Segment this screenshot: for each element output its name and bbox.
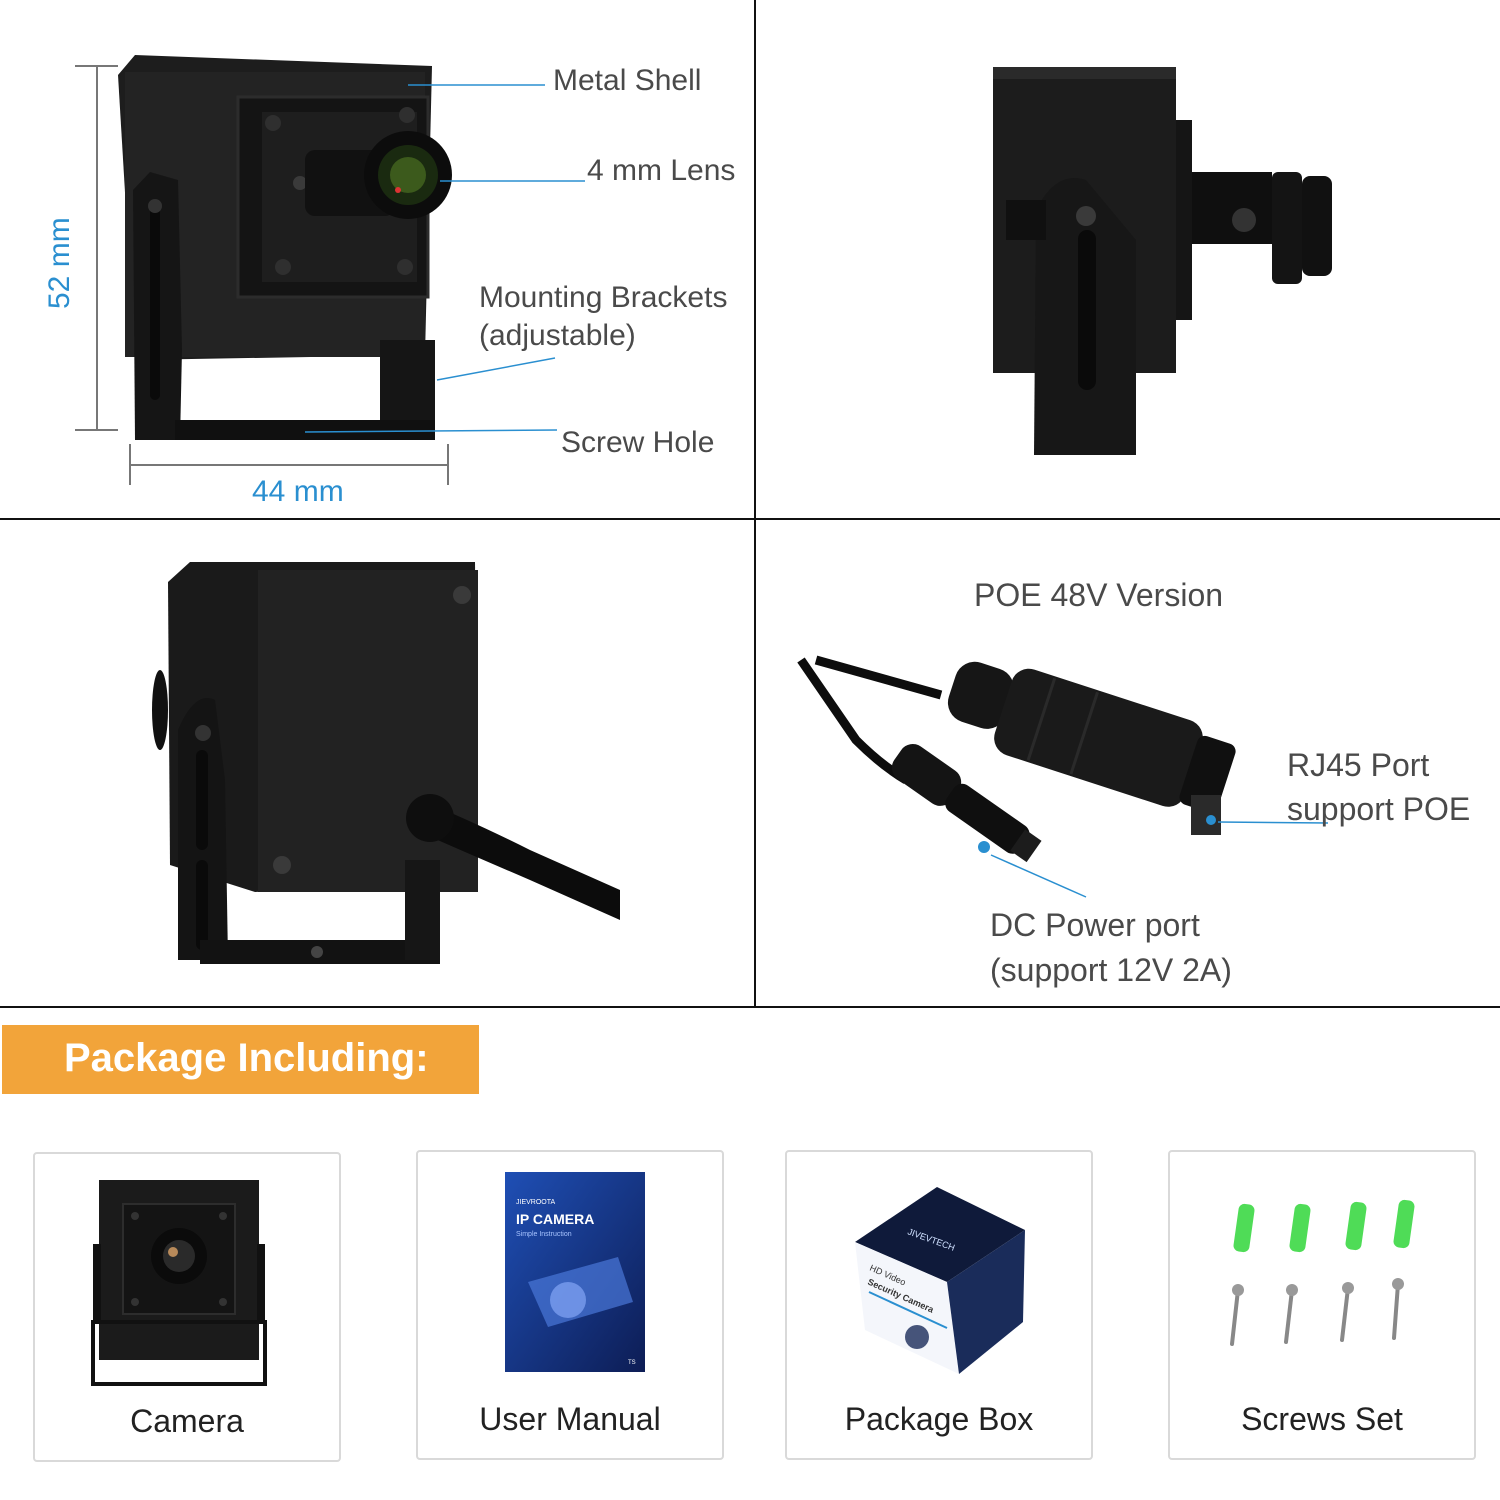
package-heading-banner: [2, 1025, 479, 1094]
poe-version-title: POE 48V Version: [974, 577, 1224, 613]
horizontal-divider-bottom: [0, 1006, 1500, 1008]
package-item-camera: Camera: [33, 1152, 341, 1462]
package-item-label: Camera: [130, 1403, 244, 1439]
package-item-screws: Screws Set: [1168, 1150, 1476, 1460]
callout-brackets-note: (adjustable): [479, 319, 636, 352]
rj45-port-label: RJ45 Port: [1287, 747, 1430, 783]
box-icon: JIVEVTECH HD Video Security Camera: [855, 1187, 1025, 1374]
package-item-label: User Manual: [479, 1401, 661, 1437]
screws-icon: [1230, 1199, 1415, 1346]
horizontal-divider-top: [0, 518, 1500, 520]
rj45-port-note: support POE: [1287, 791, 1471, 827]
callout-brackets: Mounting Brackets: [479, 281, 728, 314]
camera-icon: [91, 1180, 267, 1386]
dc-power-port-note: (support 12V 2A): [990, 952, 1232, 988]
poe-cable-illustration: [797, 655, 1329, 898]
callout-metal-shell: Metal Shell: [553, 64, 702, 97]
callout-lens: 4 mm Lens: [587, 154, 736, 187]
callout-screw-hole: Screw Hole: [561, 426, 715, 459]
dimension-height: 52 mm: [43, 217, 76, 309]
package-heading: Package Including:: [64, 1036, 429, 1080]
package-item-manual: JIEVROOTA IP CAMERA Simple Instruction T…: [416, 1150, 724, 1460]
dc-power-port-label: DC Power port: [990, 907, 1200, 943]
vertical-divider: [754, 0, 756, 1008]
camera-side-illustration: [993, 67, 1332, 455]
dimension-width: 44 mm: [252, 475, 344, 508]
manual-icon: JIEVROOTA IP CAMERA Simple Instruction T…: [505, 1172, 645, 1372]
manual-title: IP CAMERA: [516, 1211, 594, 1227]
manual-brand: JIEVROOTA: [516, 1199, 555, 1206]
manual-subtitle: Simple Instruction: [516, 1231, 572, 1238]
package-item-box: JIVEVTECH HD Video Security Camera Packa…: [785, 1150, 1093, 1460]
camera-back-illustration: [152, 562, 620, 964]
package-item-label: Screws Set: [1241, 1401, 1403, 1437]
package-item-label: Package Box: [844, 1401, 1034, 1437]
manual-page: TS: [628, 1360, 636, 1366]
camera-front-illustration: [75, 55, 585, 485]
